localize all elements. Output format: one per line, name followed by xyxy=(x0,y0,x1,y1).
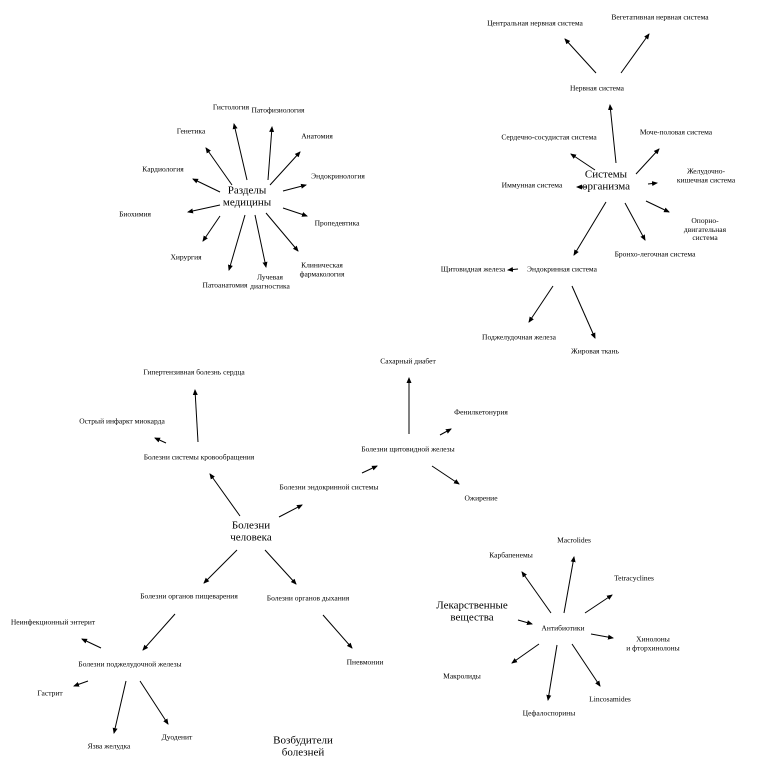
system-node: Эндокринная система xyxy=(527,264,597,274)
disease-node: Болезни щитовидной железы xyxy=(361,444,455,454)
medicine-item: Патоанатомия xyxy=(202,280,248,290)
medicine-item: Кардиология xyxy=(142,164,184,174)
diseases-arrows xyxy=(73,377,460,734)
drug-item: Macrolides xyxy=(557,535,591,545)
medicine-item: Клиническая фармакология xyxy=(299,260,345,278)
system-node: Вегетативная нервная система xyxy=(611,12,709,22)
medicine-item: Гистология xyxy=(212,102,250,112)
medicine-item: Патофизиология xyxy=(251,105,305,115)
system-node: Центральная нервная система xyxy=(487,18,583,28)
system-node: Опорно-двигательная система xyxy=(683,216,727,243)
system-node: Сердечно-сосудистая система xyxy=(501,132,597,142)
drug-item: Карбапенемы xyxy=(489,550,533,560)
medicine-item: Лучевая диагностика xyxy=(250,272,290,290)
pathogens-hub: Возбудители болезней xyxy=(273,734,333,758)
systems-hub: Системы организма xyxy=(581,168,631,192)
disease-node: Неинфекционный энтерит xyxy=(10,617,96,627)
system-node: Жировая ткань xyxy=(571,346,619,356)
drugs-arrows xyxy=(511,556,614,701)
disease-node: Болезни органов пищеварения xyxy=(140,591,238,601)
disease-node: Болезни органов дыхания xyxy=(266,593,350,603)
disease-node: Язва желудка xyxy=(87,741,131,751)
medicine-item: Биохимия xyxy=(119,209,151,219)
system-node: Поджелудочная железа xyxy=(482,332,556,342)
medicine-arrows xyxy=(187,123,308,271)
system-node: Нервная система xyxy=(569,83,625,93)
drug-item: Хинолоны и фторхинолоны xyxy=(626,634,680,652)
system-node: Моче-половая система xyxy=(639,127,713,137)
disease-node: Дуоденит xyxy=(161,732,193,742)
disease-node: Фенилкетонурия xyxy=(454,407,508,417)
disease-node: Острый инфаркт миокарда xyxy=(79,416,165,426)
disease-node: Болезни эндокринной системы xyxy=(279,482,379,492)
medicine-hub: Разделы медицины xyxy=(222,184,272,208)
system-node: Бронхо-легочная система xyxy=(614,249,696,259)
disease-node: Гастрит xyxy=(37,688,63,698)
systems-arrows xyxy=(507,33,670,339)
medicine-item: Пропедевтика xyxy=(314,218,360,228)
medicine-item: Хирургия xyxy=(170,252,202,262)
disease-node: Гипертензивная болезнь сердца xyxy=(143,367,245,377)
system-node: Иммунная система xyxy=(501,180,563,190)
drugs-hub: Лекарственные вещества xyxy=(436,599,508,623)
medicine-item: Анатомия xyxy=(301,131,333,141)
disease-node: Болезни поджелудочной железы xyxy=(78,659,182,669)
disease-node: Сахарный диабет xyxy=(380,356,436,366)
medicine-item: Генетика xyxy=(176,126,206,136)
system-node: Желудочно-кишечная система xyxy=(676,166,736,184)
drug-item: Цефалоспорины xyxy=(522,708,576,718)
medicine-item: Эндокринология xyxy=(311,171,365,181)
antibiotics-node: Антибиотики xyxy=(541,623,585,633)
disease-node: Ожирение xyxy=(464,493,498,503)
diseases-hub: Болезни человека xyxy=(230,519,272,543)
disease-node: Пневмонии xyxy=(346,657,384,667)
disease-node: Болезни системы кровообращения xyxy=(143,452,255,462)
drug-item: Lincosamides xyxy=(589,694,631,704)
system-node: Щитовидная железа xyxy=(440,264,506,274)
drug-item: Макролиды xyxy=(443,671,481,681)
drug-item: Tetracyclines xyxy=(614,573,654,583)
